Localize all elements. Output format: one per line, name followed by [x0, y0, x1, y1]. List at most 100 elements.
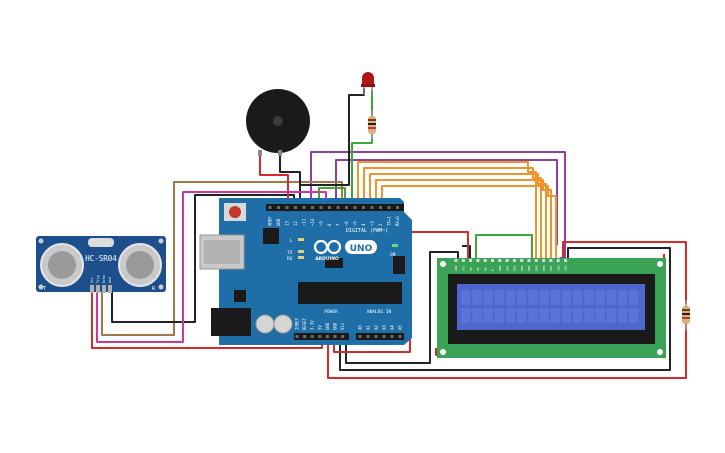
lcd-char-cell [517, 290, 527, 305]
lcd-pin-label: DB1 [505, 265, 509, 271]
infinity-right [326, 239, 342, 255]
power-pin-label: GND [325, 322, 330, 330]
lcd-pin-hole [556, 259, 560, 262]
lcd-pin-label: VCC [462, 265, 466, 271]
resistor-lcd [682, 300, 690, 330]
lcd-pin-label: DB0 [498, 265, 502, 271]
resistor-lcd-band-2 [682, 313, 690, 315]
lcd-pin-hole [534, 259, 538, 262]
lcd-pin-hole [549, 259, 553, 262]
power-pin-label: IOREF [295, 317, 300, 330]
sensor-mount-br [158, 284, 164, 290]
lcd-pin-label: V0 [469, 267, 473, 271]
icsp-small [263, 228, 279, 244]
digital-header [266, 204, 404, 211]
power-pin-label: 5V [317, 325, 322, 330]
arduino-logo: ARDUINO UNO [313, 239, 377, 262]
digital-pin-label: RX◂0 [395, 216, 400, 226]
led-l-indicator [298, 238, 304, 241]
lcd-char-cell [584, 290, 594, 305]
lcd-char-cell [550, 308, 561, 323]
lcd-mount-tr [657, 261, 663, 267]
lcd-char-cell [550, 290, 561, 305]
lcd-char-cell [617, 290, 628, 305]
sensor-pin-gnd [108, 285, 112, 293]
lcd-pin-hole [469, 259, 473, 262]
lcd-char-cell [595, 290, 605, 305]
lcd-pin-hole [520, 259, 524, 262]
power-pin-holes [295, 335, 345, 338]
sensor-crystal [88, 238, 114, 247]
buzzer-hole [273, 116, 283, 126]
lcd-pin-label: RW [483, 267, 487, 271]
analog-pin-hole [358, 335, 362, 338]
analog-pin-label: A4 [390, 325, 395, 330]
digital-pin-hole [311, 206, 314, 209]
resistor-band-2 [368, 123, 376, 125]
lcd-char-cell [606, 290, 617, 305]
ultrasonic-sensor: HC-SR04 T R Vcc Trig Echo Gnd [36, 236, 166, 293]
sensor-pin-vcc [90, 285, 94, 293]
analog-pin-hole [390, 335, 394, 338]
resistor-band-3 [368, 127, 376, 129]
sensor-mount-bl [38, 284, 44, 290]
label-l: L [290, 238, 293, 244]
digital-pin-hole [319, 206, 323, 209]
lcd-char-cell [617, 308, 628, 323]
lcd-pin-label: LED [564, 265, 568, 271]
digital-pin-label: ~9 [319, 221, 324, 226]
uno-badge [345, 240, 377, 254]
lcd-pin-hole [461, 259, 465, 262]
lcd-char-cell [595, 308, 605, 323]
usb-port-inner [204, 240, 240, 264]
reset-button [229, 206, 241, 218]
digital-pin-hole [268, 206, 272, 209]
digital-pin-label: 7 [336, 223, 341, 226]
lcd-char-cell [494, 290, 505, 305]
sensor-transducer-left-inner [48, 251, 76, 279]
lcd-pin-label: DB3 [520, 265, 524, 271]
lcd-pin-hole [512, 259, 516, 262]
lcd-char-cell [505, 290, 516, 305]
lcd-pin-hole [505, 259, 509, 262]
digital-pin-label: 12 [293, 221, 298, 226]
analog-pin-holes [358, 335, 402, 338]
sensor-pin-echo [102, 285, 106, 293]
lcd-char-cell [494, 308, 505, 323]
digital-pin-label: ~10 [310, 218, 315, 226]
lcd-pin-hole [542, 259, 546, 262]
lcd-pin-hole [476, 259, 480, 262]
resistor-lcd-band-3 [682, 317, 690, 319]
lcd-char-cell [505, 308, 516, 323]
sensor-label: HC-SR04 [85, 254, 117, 263]
resistor-lcd-band-1 [682, 309, 690, 311]
digital-pin-hole [294, 206, 297, 209]
lcd-char-cell [483, 308, 493, 323]
lcd-character-grid [461, 290, 639, 323]
sensor-corner-right: R [152, 286, 156, 292]
lcd-char-cell [472, 290, 482, 305]
digital-pin-hole [362, 206, 365, 209]
power-pin-hole [310, 335, 314, 338]
digital-pin-label: GND [276, 218, 281, 226]
capacitor-2 [273, 314, 293, 334]
digital-pin-hole [345, 206, 348, 209]
digital-pin-hole [396, 206, 399, 209]
digital-pin-hole [336, 206, 340, 209]
sensor-pin-label-gnd: Gnd [108, 277, 112, 283]
wire-pink [96, 191, 327, 343]
digital-pin-label: 13 [285, 221, 290, 226]
wire-black-buzzer [279, 150, 301, 205]
lcd-char-cell [606, 308, 617, 323]
digital-pin-hole [302, 206, 306, 209]
power-pin-hole [295, 335, 299, 338]
label-tx: TX [287, 250, 293, 256]
lcd-pin-label: DB2 [513, 265, 517, 271]
digital-pin-hole [285, 206, 289, 209]
wire-orange-5 [381, 185, 557, 258]
